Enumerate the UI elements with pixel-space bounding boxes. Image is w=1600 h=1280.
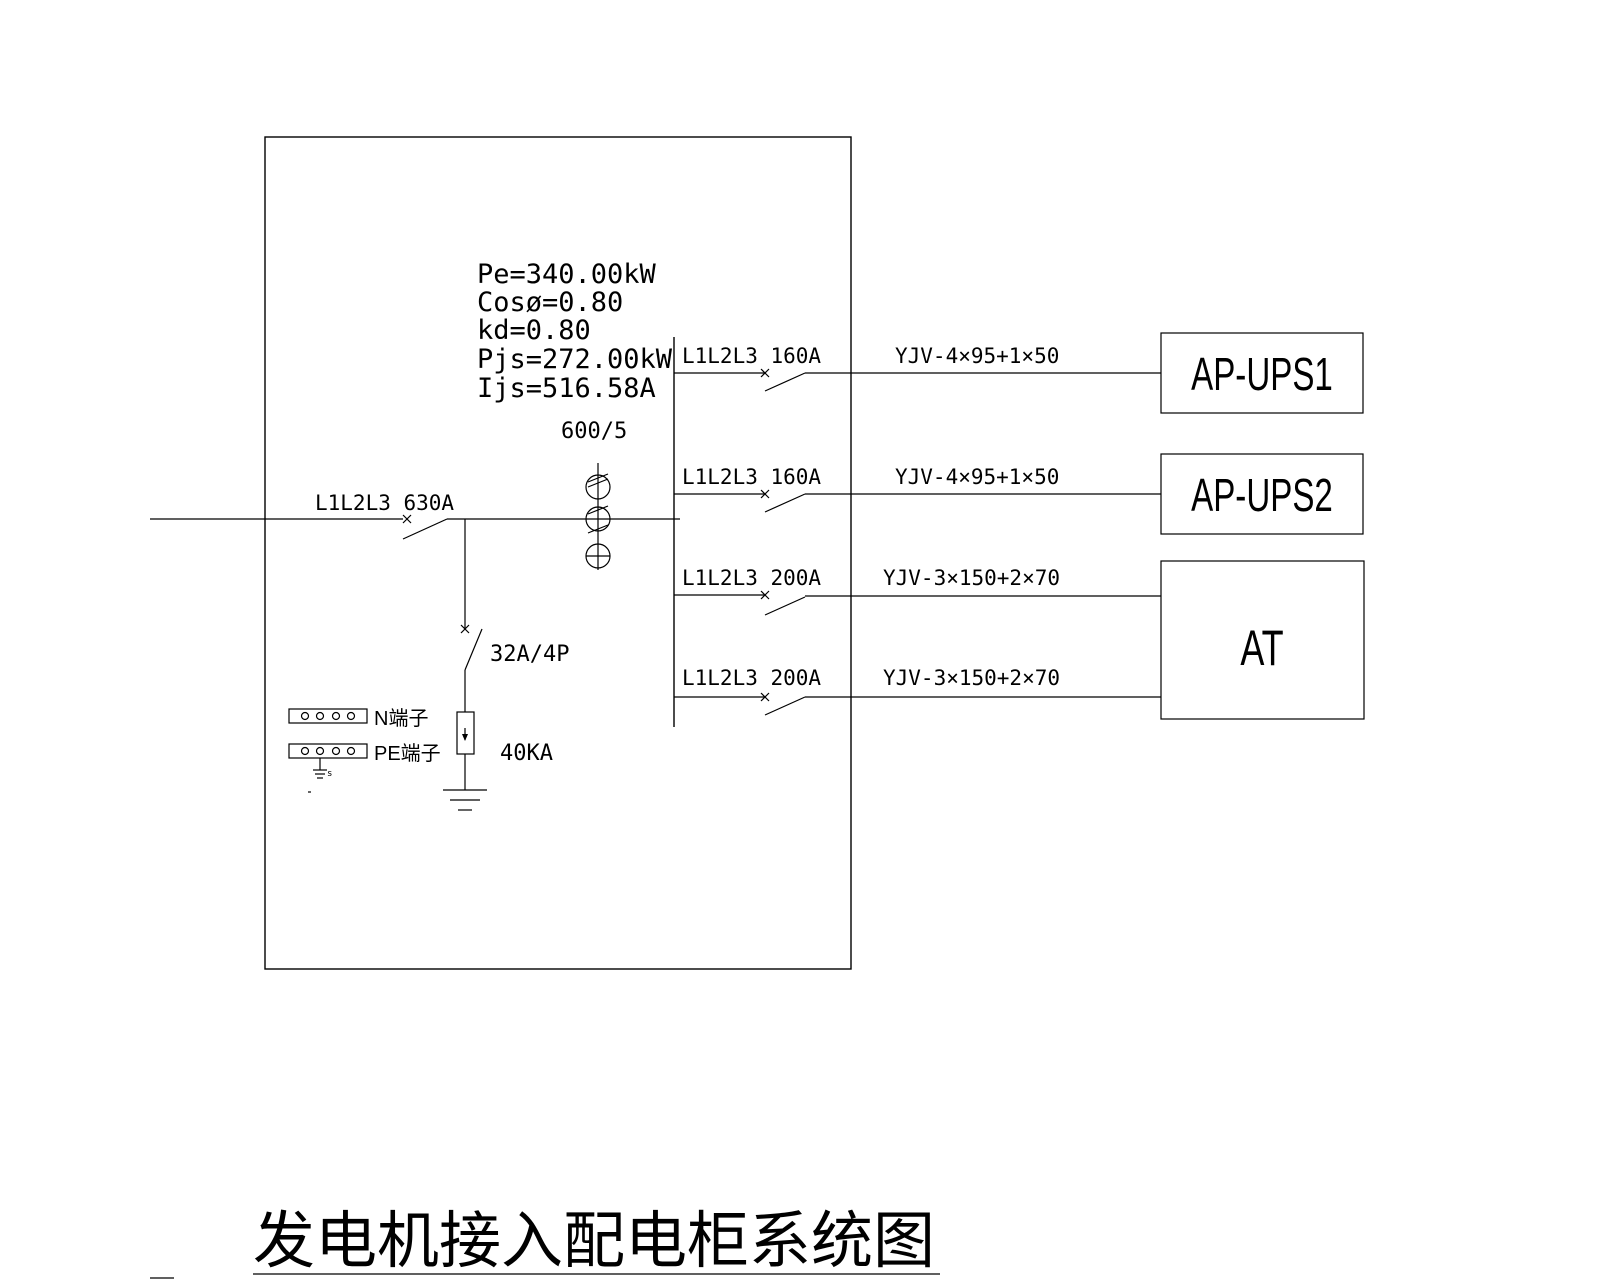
pe-terminal-label: PE端子 [374, 742, 441, 765]
load-label-at: AT [1240, 621, 1283, 676]
spd-rating-label: 40KA [500, 741, 553, 766]
incoming-circuit: L1L2L3 630A [150, 491, 680, 540]
ground-mark: s [327, 769, 332, 779]
drawing-title-block: 发电机接入配电柜系统图 [150, 1204, 940, 1279]
n-terminal-block [288, 708, 368, 724]
main-breaker-contact [402, 518, 448, 540]
load-box-ap-ups2 [1160, 453, 1364, 535]
ct-1 [585, 474, 611, 500]
spd-breaker-contact [464, 628, 483, 671]
pe-terminal-block [288, 743, 368, 759]
feeder-3: L1L2L3 200A YJV-3×150+2×70 [674, 566, 1161, 616]
feeder-3-cable-label: YJV-3×150+2×70 [883, 566, 1060, 590]
ct-2 [585, 506, 611, 532]
load-calculation: Pe=340.00kW Cosø=0.80 kd=0.80 Pjs=272.00… [477, 259, 673, 404]
load-label-ap-ups1: AP-UPS1 [1191, 350, 1333, 400]
feeder-1-breaker [764, 372, 806, 392]
main-breaker-label: L1L2L3 630A [315, 491, 454, 515]
spd-branch: 32A/4P 40KA [443, 519, 569, 811]
feeder-2: L1L2L3 160A YJV-4×95+1×50 AP-UPS2 [674, 453, 1364, 535]
terminal-blocks: N端子 PE端子 s [288, 707, 441, 793]
feeder-4-breaker [764, 696, 806, 716]
feeder-3-breaker [764, 596, 806, 616]
feeder-2-breaker [764, 493, 806, 513]
feeder-3-breaker-label: L1L2L3 200A [682, 566, 821, 590]
cabinet-outline [264, 136, 852, 970]
feeder-2-breaker-label: L1L2L3 160A [682, 465, 821, 489]
load-box-at-group: AT [1160, 560, 1365, 720]
calc-pe: Pe=340.00kW [477, 259, 657, 290]
current-transformers [585, 463, 611, 570]
n-terminal-label: N端子 [374, 707, 428, 730]
calc-kd: kd=0.80 [477, 315, 591, 346]
feeder-1: L1L2L3 160A YJV-4×95+1×50 AP-UPS1 [674, 332, 1364, 414]
feeder-4: L1L2L3 200A YJV-3×150+2×70 [674, 666, 1161, 716]
feeder-4-breaker-label: L1L2L3 200A [682, 666, 821, 690]
calc-pjs: Pjs=272.00kW [477, 344, 673, 375]
load-box-ap-ups1 [1160, 332, 1364, 414]
calc-cos: Cosø=0.80 [477, 287, 623, 318]
calc-ijs: Ijs=516.58A [477, 373, 656, 404]
feeder-1-cable-label: YJV-4×95+1×50 [895, 344, 1059, 368]
feeder-4-cable-label: YJV-3×150+2×70 [883, 666, 1060, 690]
feeder-1-breaker-label: L1L2L3 160A [682, 344, 821, 368]
feeder-2-cable-label: YJV-4×95+1×50 [895, 465, 1059, 489]
load-label-ap-ups2: AP-UPS2 [1191, 471, 1333, 521]
spd-breaker-label: 32A/4P [490, 642, 569, 667]
ct-ratio-label: 600/5 [561, 419, 627, 444]
load-box-at [1160, 560, 1365, 720]
drawing-title: 发电机接入配电柜系统图 [253, 1204, 935, 1277]
